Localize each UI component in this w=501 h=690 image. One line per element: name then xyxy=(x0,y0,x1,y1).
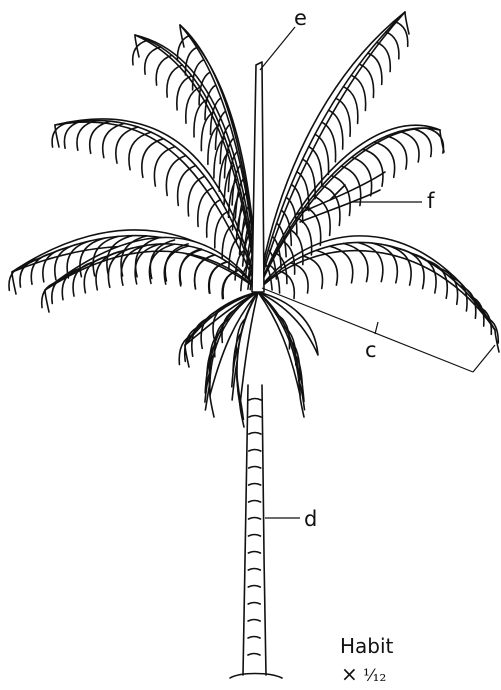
trunk-ring xyxy=(249,518,261,520)
leaflet xyxy=(129,132,151,170)
label-e: e xyxy=(294,6,307,30)
trunk-ring xyxy=(249,484,261,486)
leaflet xyxy=(177,76,192,110)
trunk-ring xyxy=(248,569,260,571)
leader-e xyxy=(260,27,295,70)
leaflet xyxy=(377,42,391,71)
leaflet xyxy=(352,157,372,196)
label-d: d xyxy=(304,507,317,531)
trunk-rings xyxy=(248,399,261,656)
trunk xyxy=(230,385,282,678)
leaflet xyxy=(186,87,200,123)
trunk-ring xyxy=(249,467,261,469)
trunk-ring xyxy=(249,399,261,401)
leaflet xyxy=(185,345,189,367)
leaflet xyxy=(167,65,183,97)
leaflet xyxy=(359,64,373,97)
trunk-ring xyxy=(249,450,261,452)
label-f: f xyxy=(427,189,435,213)
leaflet xyxy=(156,55,172,85)
leaflet xyxy=(62,268,81,300)
leaflet xyxy=(45,290,49,312)
leaflet xyxy=(208,125,220,165)
trunk-ring xyxy=(249,416,261,418)
spear-leaf xyxy=(252,62,264,292)
trunk-ring xyxy=(248,603,260,605)
trunk-ring xyxy=(248,586,260,588)
leaflet xyxy=(116,127,138,163)
leaflet xyxy=(90,121,111,153)
trunk-ring xyxy=(249,501,261,503)
leaflet xyxy=(368,53,382,84)
leaflet xyxy=(64,121,82,148)
label-c: c xyxy=(365,338,377,362)
leaflet xyxy=(210,395,214,417)
leaflet xyxy=(103,123,125,157)
leaflet xyxy=(12,272,16,294)
trunk-ring xyxy=(248,637,260,639)
leaflet xyxy=(303,256,322,289)
scale-multiply-sign: × xyxy=(341,662,358,686)
scale-value: ¹⁄₁₂ xyxy=(363,666,386,686)
leaflet xyxy=(279,271,294,299)
trunk-ring xyxy=(249,433,261,435)
caption-title: Habit xyxy=(340,634,394,658)
trunk-ring xyxy=(248,654,260,656)
leaflet xyxy=(145,47,161,74)
trunk-ring xyxy=(248,552,260,554)
trunk-ring xyxy=(248,535,260,537)
trunk-ring xyxy=(248,620,260,622)
leaflet xyxy=(77,120,97,150)
leaflet xyxy=(142,139,164,178)
leaflet xyxy=(440,130,444,152)
